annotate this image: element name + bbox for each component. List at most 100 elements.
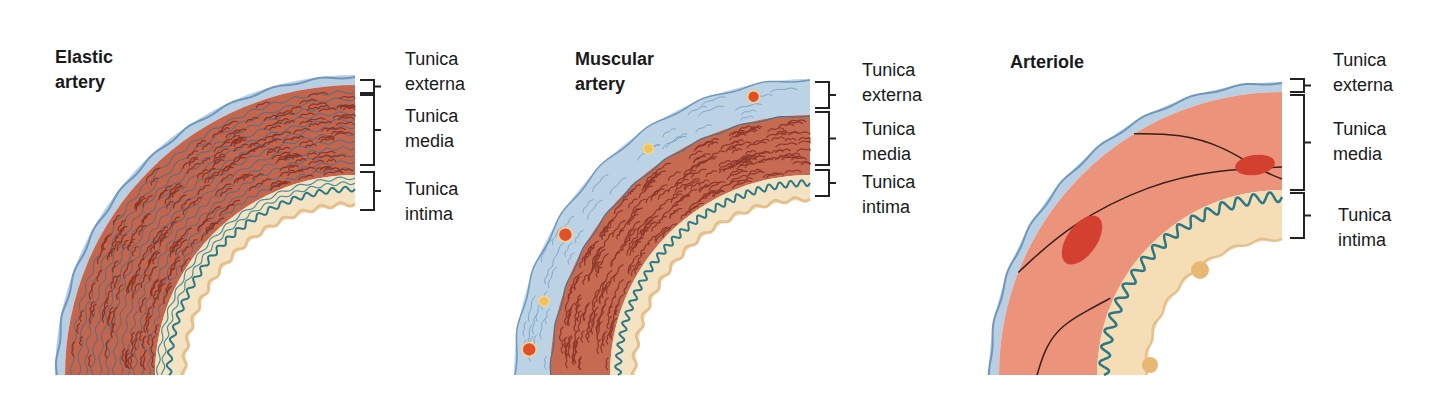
smooth-muscle-fiber — [684, 165, 700, 174]
smooth-muscle-fiber — [264, 123, 281, 129]
smooth-muscle-fiber — [158, 283, 165, 299]
smooth-muscle-fiber — [117, 285, 123, 300]
smooth-muscle-fiber — [126, 353, 129, 367]
smooth-muscle-fiber — [644, 222, 656, 235]
smooth-muscle-fiber — [629, 199, 637, 208]
smooth-muscle-fiber — [142, 336, 145, 348]
smooth-muscle-fiber — [747, 171, 764, 177]
smooth-muscle-fiber — [792, 157, 807, 160]
smooth-muscle-fiber — [322, 127, 337, 130]
smooth-muscle-fiber — [248, 146, 265, 154]
smooth-muscle-fiber — [194, 198, 202, 205]
smooth-muscle-fiber — [90, 302, 94, 312]
smooth-muscle-fiber — [601, 333, 606, 353]
smooth-muscle-fiber — [696, 142, 712, 150]
collagen-fiber — [663, 137, 682, 148]
smooth-muscle-fiber — [108, 307, 113, 323]
elastic-lamella — [70, 91, 355, 375]
smooth-muscle-fiber — [112, 261, 118, 272]
smooth-muscle-fiber — [101, 236, 109, 250]
smooth-muscle-fiber — [183, 157, 197, 168]
smooth-muscle-fiber — [768, 128, 784, 132]
smooth-muscle-fiber — [318, 151, 335, 155]
smooth-muscle-fiber — [319, 136, 334, 139]
smooth-muscle-fiber — [143, 196, 152, 207]
elastic-lamella — [133, 154, 355, 375]
layer-label: Tunica intima — [1338, 203, 1391, 253]
elastic-lamella — [91, 112, 355, 375]
smooth-muscle-fiber — [244, 175, 253, 180]
smooth-muscle-fiber — [114, 275, 120, 288]
smooth-muscle-fiber — [272, 152, 290, 159]
elastic-lamella — [85, 105, 355, 375]
layer-label: Tunica externa — [1333, 48, 1393, 98]
smooth-muscle-fiber — [706, 171, 717, 177]
layer-label: Tunica media — [862, 117, 915, 167]
smooth-muscle-fiber — [340, 96, 355, 98]
smooth-muscle-fiber — [799, 141, 810, 143]
smooth-muscle-fiber — [309, 123, 317, 126]
vasa-vasorum — [522, 342, 536, 356]
vessel-title: Arteriole — [1010, 50, 1084, 75]
smooth-muscle-fiber — [203, 144, 211, 150]
smooth-muscle-fiber — [132, 225, 142, 241]
smooth-muscle-fiber — [574, 272, 582, 290]
tunica-intima-layer — [1097, 190, 1282, 375]
smooth-muscle-fiber — [300, 113, 314, 117]
collagen-fiber — [593, 175, 608, 192]
smooth-muscle-fiber — [222, 167, 234, 175]
smooth-muscle-fiber — [629, 215, 638, 225]
smooth-muscle-fiber — [777, 131, 787, 134]
smooth-muscle-fiber — [234, 144, 247, 151]
smooth-muscle-fiber — [776, 143, 797, 147]
smooth-muscle-fiber — [299, 167, 314, 172]
smooth-muscle-fiber — [206, 207, 220, 220]
tunica-externa-layer — [989, 82, 1282, 375]
smooth-muscle-fiber — [592, 290, 599, 307]
smooth-muscle-fiber — [566, 354, 569, 368]
endothelial-nucleus — [1191, 261, 1209, 279]
smooth-muscle-fiber — [300, 99, 316, 103]
smooth-muscle-fiber — [77, 324, 80, 333]
smooth-muscle-fiber — [760, 158, 772, 162]
smooth-muscle-fiber — [140, 298, 146, 312]
smooth-muscle-fiber — [220, 205, 235, 216]
smooth-muscle-fiber — [151, 279, 158, 295]
smooth-muscle-fiber — [613, 221, 625, 237]
smooth-muscle-fiber — [597, 314, 603, 335]
smooth-muscle-fiber — [733, 140, 743, 144]
collagen-fiber — [696, 125, 711, 132]
smooth-muscle-fiber — [324, 171, 343, 175]
collagen-fiber — [741, 116, 753, 120]
smooth-muscle-fiber — [213, 160, 224, 167]
smooth-muscle-fiber — [568, 303, 574, 324]
smooth-muscle-fiber — [789, 132, 810, 135]
smooth-muscle-fiber — [709, 182, 724, 190]
elastic-lamella — [148, 168, 355, 375]
vessel-title: Muscular artery — [575, 47, 654, 97]
smooth-muscle-fiber — [124, 261, 132, 278]
smooth-muscle-fiber — [321, 167, 332, 170]
smooth-muscle-fiber — [584, 245, 593, 261]
smooth-muscle-fiber — [606, 334, 609, 344]
smooth-muscle-fiber — [170, 245, 178, 257]
smooth-muscle-fiber — [221, 128, 229, 133]
smooth-muscle-fiber — [583, 275, 588, 284]
smooth-muscle-fiber — [629, 238, 636, 247]
smooth-muscle-fiber — [111, 324, 115, 337]
smooth-muscle-fiber — [139, 331, 142, 340]
smooth-muscle-fiber — [187, 164, 199, 174]
smooth-muscle-fiber — [696, 159, 715, 168]
smooth-muscle-fiber — [106, 291, 111, 304]
smooth-muscle-fiber — [580, 256, 586, 267]
smooth-muscle-fiber — [139, 226, 146, 235]
smooth-muscle-fiber — [253, 174, 263, 180]
smooth-muscle-fiber — [607, 317, 611, 329]
smooth-muscle-fiber — [155, 325, 159, 334]
arteriole-section — [989, 82, 1282, 375]
smooth-muscle-fiber — [283, 137, 299, 142]
smooth-muscle-fiber — [724, 167, 733, 172]
smooth-muscle-fiber — [121, 227, 127, 236]
smooth-muscle-fiber — [198, 220, 208, 230]
